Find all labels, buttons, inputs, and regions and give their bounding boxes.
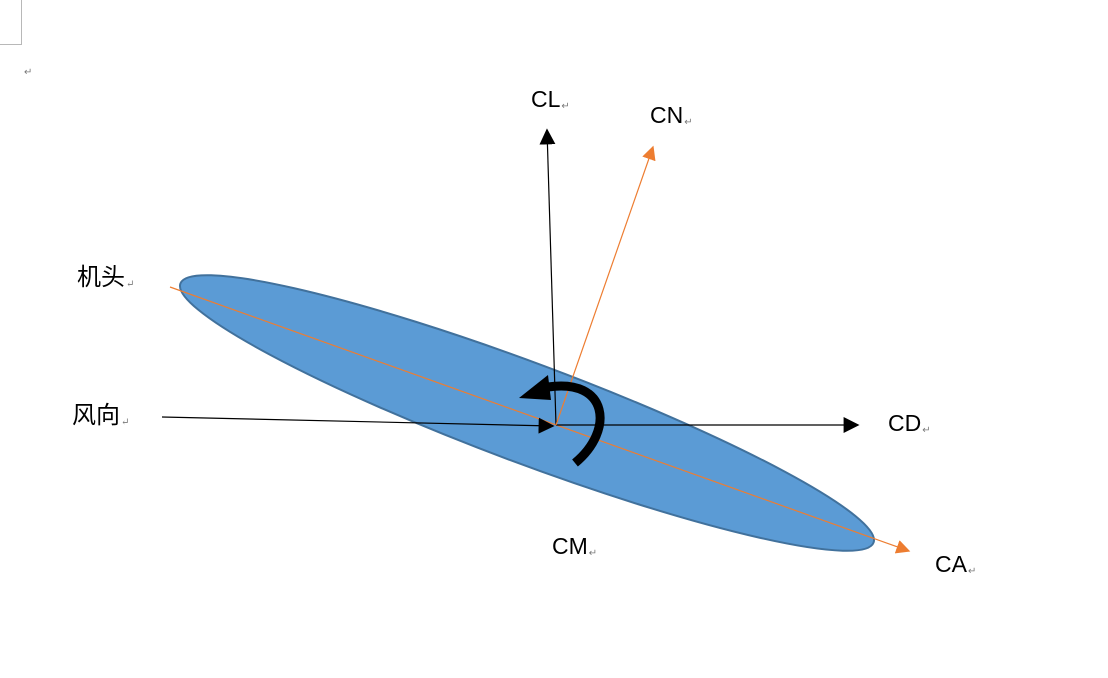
moment-arrowhead [519, 375, 551, 400]
drag-coefficient-label: CD↵ [888, 410, 931, 436]
lift-arrow [539, 128, 557, 426]
wind-direction-arrow [161, 416, 555, 434]
normal-force-coefficient-label: CN↵ [650, 102, 693, 128]
axial-force-coefficient-label: CA↵ [935, 551, 977, 577]
aircraft-body-ellipse [178, 274, 876, 552]
nose-label: 机头↵ [77, 263, 135, 291]
normal-force-arrow [555, 145, 656, 426]
page-corner-marker [0, 0, 22, 45]
paragraph-mark: ↵ [24, 67, 33, 78]
axial-force-arrow [169, 286, 911, 554]
moment-coefficient-label: CM↵ [552, 533, 598, 559]
lift-coefficient-label: CL↵ [531, 86, 570, 112]
wind-direction-label: 风向↵ [72, 401, 130, 429]
moment-curved-arrow [547, 381, 605, 467]
